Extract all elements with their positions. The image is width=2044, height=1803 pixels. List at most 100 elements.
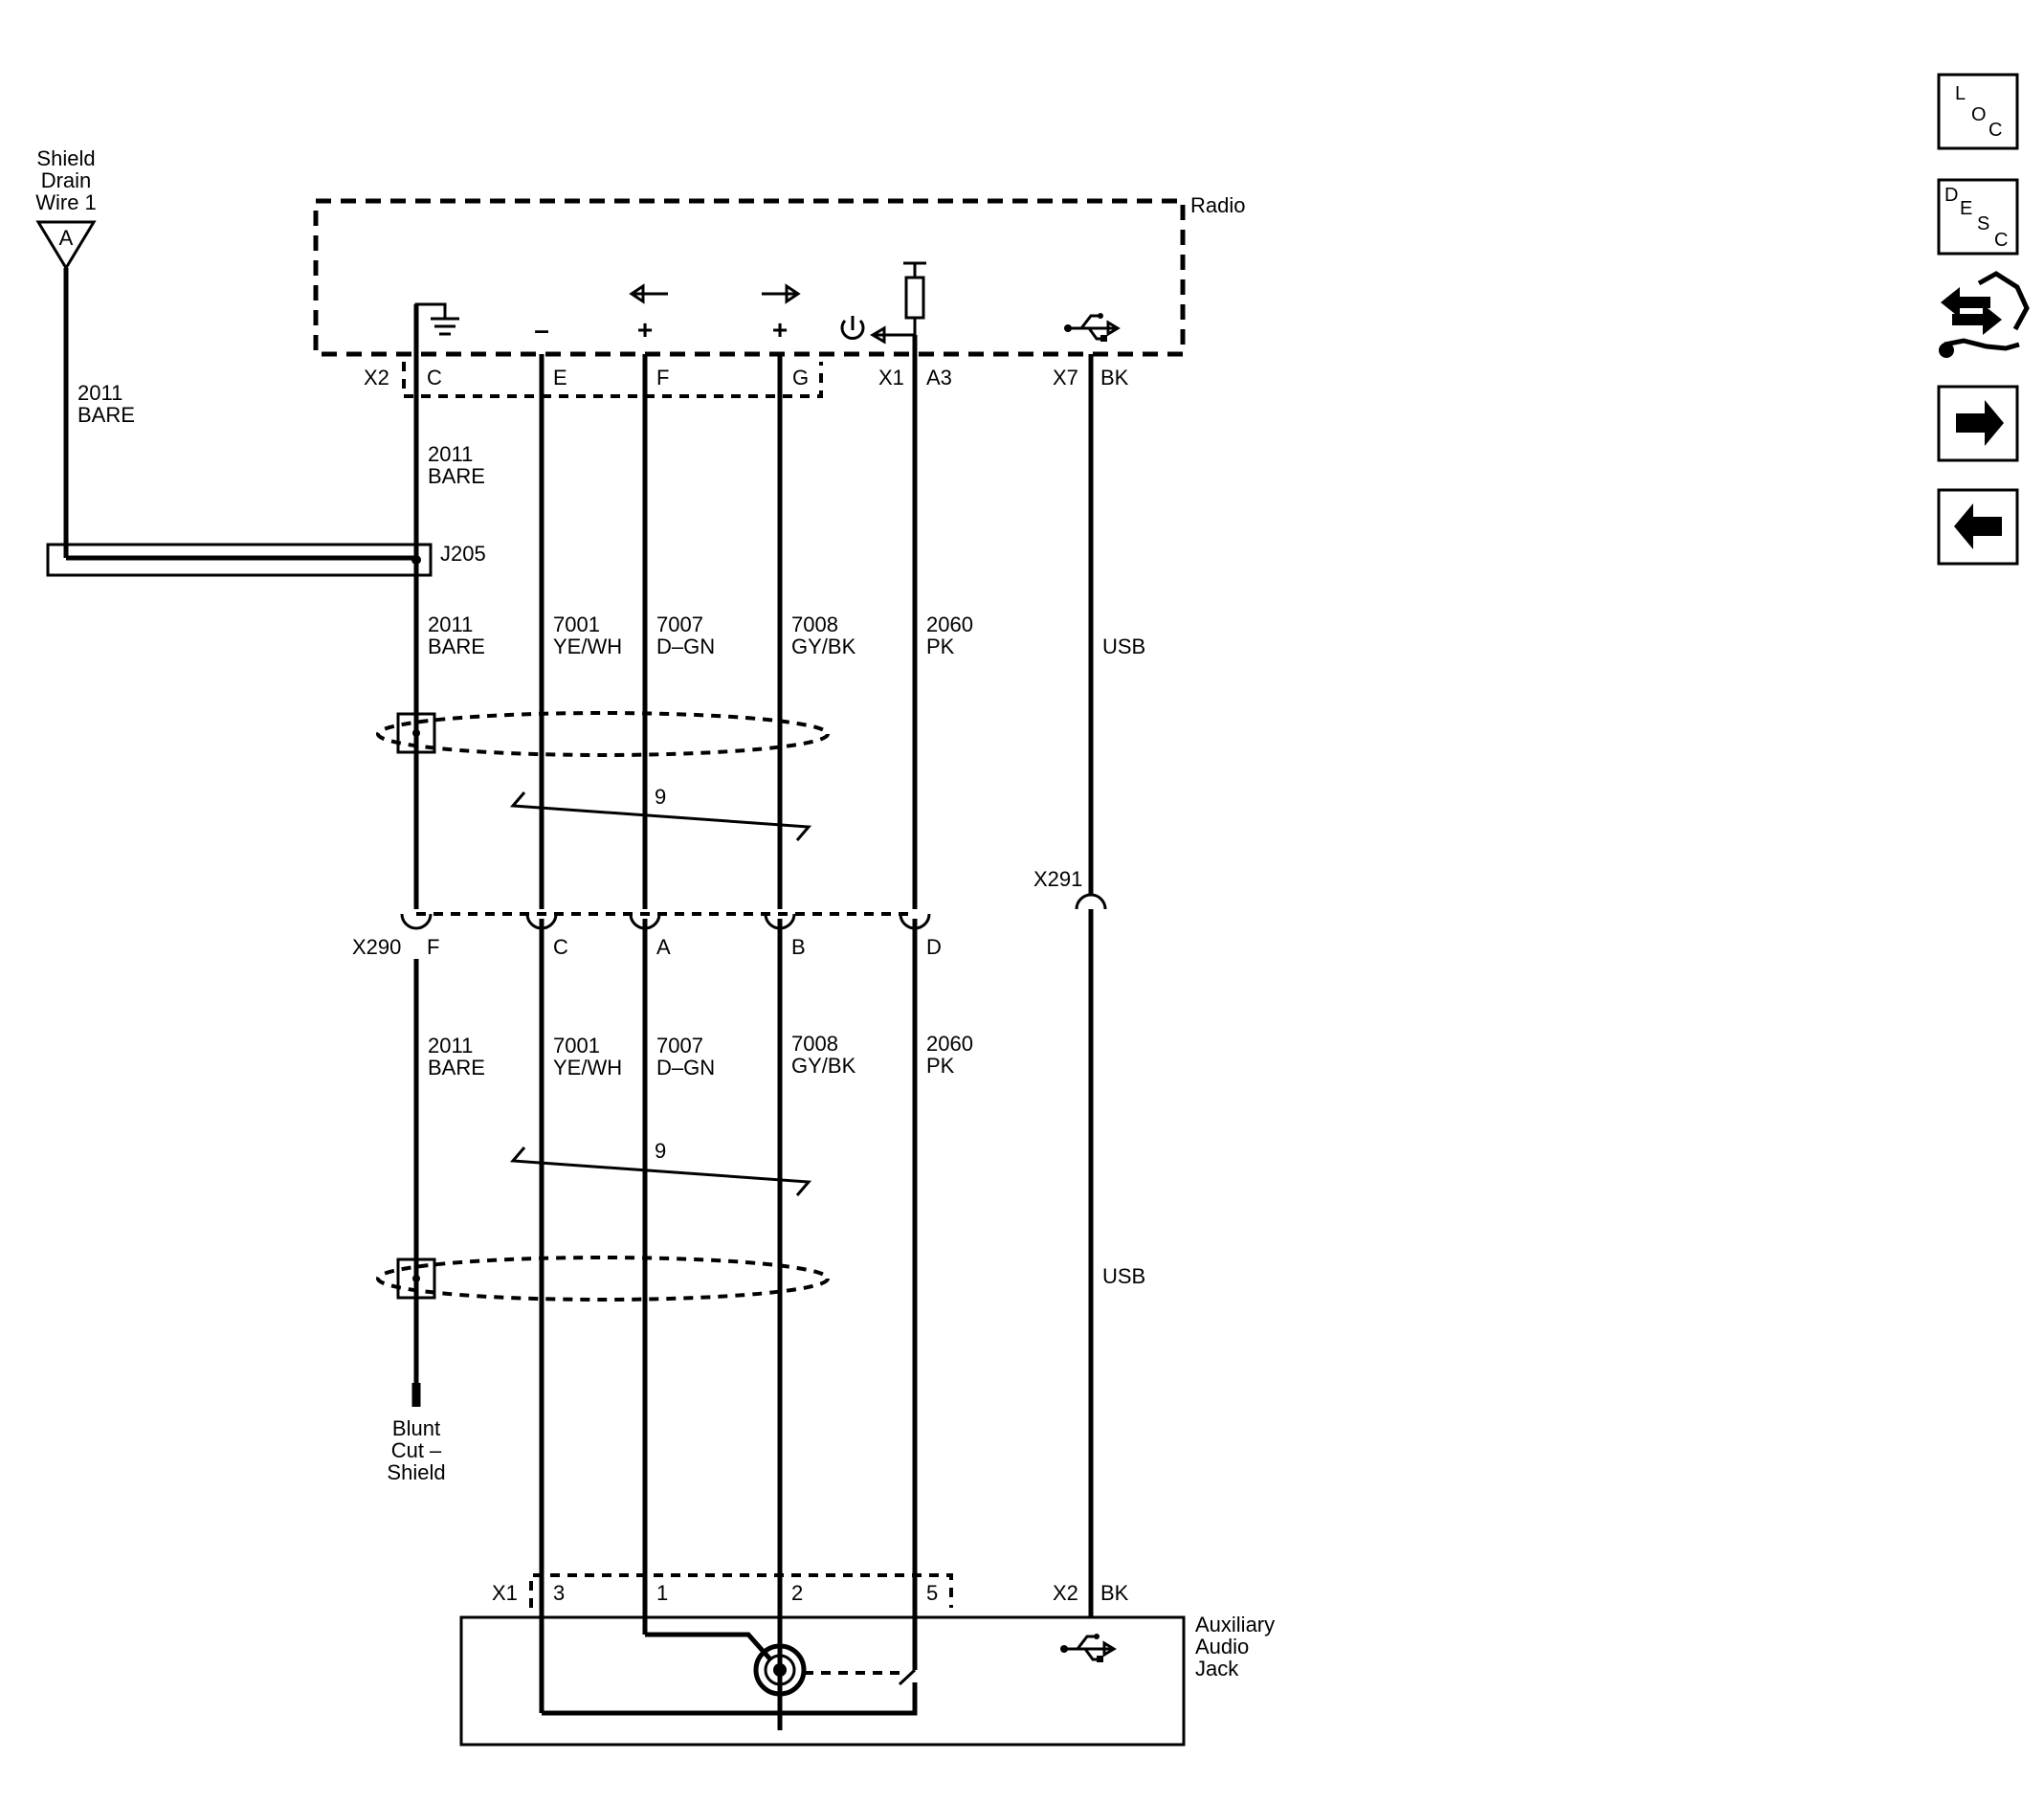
lower-shield-wire-num: 2011 [428,1034,473,1057]
aux-jack-label-3: Jack [1195,1657,1239,1681]
lower-shield-wire-color: BARE [428,1056,485,1080]
radio-pin-e: E [553,366,567,390]
d-wire-color: PK [926,1054,955,1078]
radio-module: Radio – + + [313,193,1245,398]
shield-wire-num: 2011 [428,612,473,636]
usb-icon [1064,313,1121,342]
e-wire-color: YE/WH [553,634,622,658]
aux-pin-bk: BK [1100,1581,1129,1605]
radio-connector-x7: X7 [1053,366,1078,390]
desc-letter-e: E [1960,198,1972,219]
aux-x1-connector-shell [529,1573,953,1608]
twist-count-lower: 9 [655,1139,666,1163]
x290-pin-c: C [553,935,568,959]
loc-letter-l: L [1955,83,1966,104]
a3-wire-num: 2060 [926,612,973,636]
upper-shield [376,711,830,757]
aux-jack-label-2: Audio [1195,1635,1249,1658]
plus-symbol-f: + [637,315,653,345]
twist-count-upper: 9 [655,785,666,809]
splice-label: J205 [440,542,486,566]
plus-symbol-g: + [772,315,788,345]
shield-drain-label-1: Shield [36,146,95,170]
nav-loc-button[interactable]: L O C [1937,73,2019,150]
connector-x290: X290 [352,935,401,959]
shield-drain-label-3: Wire 1 [35,190,97,214]
minus-symbol: – [534,315,549,345]
b-wire-color: GY/BK [791,1054,856,1078]
aux-pin-1: 1 [656,1581,668,1605]
f-wire-num: 7007 [656,612,703,636]
nav-desc-button[interactable]: D E S C [1937,178,2019,256]
d-wire-num: 2060 [926,1032,973,1056]
radio-connector-x1: X1 [878,366,904,390]
shield-wire-color: BARE [428,634,485,658]
g-wire-num: 7008 [791,612,838,636]
radio-pin-g: G [792,366,809,390]
desc-letter-c: C [1994,230,2008,251]
blunt-cut-line2: Cut – [391,1438,442,1462]
radio-pin-a3: A3 [926,366,952,390]
lower-wire-labels: 2011 BARE 7001 YE/WH 7007 D–GN 7008 GY/B… [428,1032,1145,1288]
e-wire-num: 7001 [553,612,600,636]
blunt-cut-label: Blunt Cut – Shield [387,1416,445,1484]
blunt-cut-line3: Shield [387,1460,445,1484]
blunt-cut-line1: Blunt [392,1416,440,1440]
wires [411,304,1094,1730]
loc-letter-o: O [1971,104,1987,125]
shield-drain-wire: Shield Drain Wire 1 A 2011 BARE [35,146,416,561]
shield-drain-wire-num: 2011 [78,381,122,405]
auxiliary-audio-jack: X1 3 1 2 5 X2 BK Auxiliary Audio Jack [459,1573,1275,1747]
usb-wire-label-upper: USB [1102,634,1145,658]
x290-pin-a: A [656,935,671,959]
power-icon [840,316,865,340]
connector-x291: X291 [1033,867,1082,891]
radio-pin-f: F [656,366,669,390]
usb-wire-label-lower: USB [1102,1264,1145,1288]
desc-letter-s: S [1977,213,1989,234]
x290-pin-b: B [791,935,806,959]
resistor-icon [903,261,926,335]
aux-usb-icon [1060,1634,1117,1662]
lower-shield [376,1256,830,1302]
loc-letter-c: C [1988,120,2002,141]
radio-box [313,198,1186,357]
a3-wire-color: PK [926,634,955,658]
aux-pin-3: 3 [553,1581,565,1605]
x290-pin-f: F [427,935,439,959]
nav-prev-button[interactable] [1937,488,2019,566]
radio-pin-bk: BK [1100,366,1129,390]
c-wire-color: YE/WH [553,1056,622,1080]
c-wire-num: 7001 [553,1034,600,1057]
aux-connector-x1: X1 [492,1581,518,1605]
upper-wire-labels: 2011 BARE 2011 BARE 7001 YE/WH 7007 D–GN… [428,442,1145,658]
aux-jack-box [459,1615,1186,1747]
radio-label: Radio [1190,193,1245,217]
aux-pin-5: 5 [926,1581,938,1605]
upper-twist: 9 [509,785,812,841]
power-arrow-icon [870,325,915,345]
a-wire-num: 7007 [656,1034,703,1057]
arrow-right-icon [762,283,801,304]
shield-top-wire-color: BARE [428,464,485,488]
b-wire-num: 7008 [791,1032,838,1056]
aux-jack-label-1: Auxiliary [1195,1613,1275,1636]
nav-connector-button[interactable] [1939,271,2030,358]
radio-connector-x2: X2 [364,366,389,390]
f-wire-color: D–GN [656,634,715,658]
desc-letter-d: D [1944,185,1958,206]
nav-next-button[interactable] [1937,385,2019,462]
a-wire-color: D–GN [656,1056,715,1080]
aux-connector-x2: X2 [1053,1581,1078,1605]
inline-connector-x290: X290 F C A B D [352,912,942,959]
shield-top-wire-num: 2011 [428,442,473,466]
radio-pin-c: C [427,366,442,390]
arrow-left-icon [629,283,668,304]
splice-bar [46,543,433,577]
inline-connector-x291: X291 [1033,867,1107,910]
shield-drain-wire-color: BARE [78,403,135,427]
splice-j205: J205 [46,542,486,577]
connector-swap-icon [1939,271,2030,358]
ground-icon [414,302,459,336]
